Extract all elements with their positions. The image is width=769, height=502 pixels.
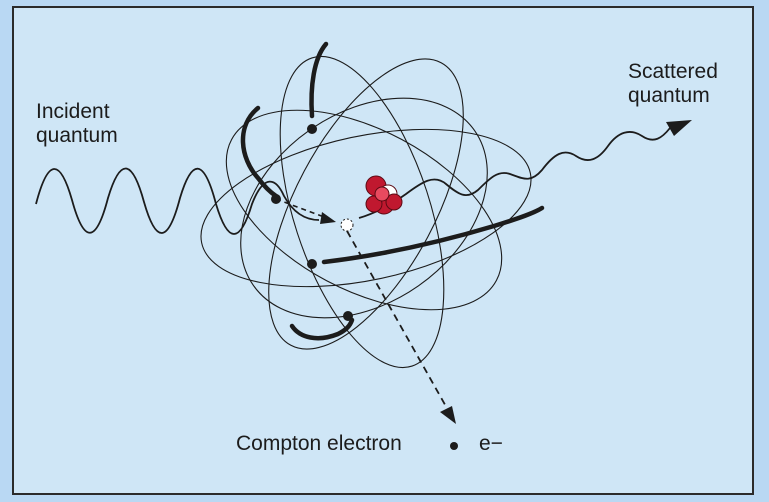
incident-label-line1: Incident <box>36 100 110 123</box>
scattered-quantum-label: Scattered quantum <box>628 60 718 108</box>
incident-label-line2: quantum <box>36 124 118 147</box>
orbit-ellipse-1 <box>200 128 532 288</box>
compton-electron-label: Compton electron <box>236 432 402 455</box>
nucleus <box>365 175 403 215</box>
scattered-wave <box>358 127 671 219</box>
electron-dot <box>307 124 317 134</box>
orbit-ellipse-2 <box>225 109 503 311</box>
electron-trail-left <box>240 105 279 199</box>
orbit-ellipse-3 <box>268 58 464 350</box>
compton-scattering-diagram <box>35 41 692 450</box>
electron-vacancy <box>340 218 354 232</box>
incident-wave <box>35 167 320 235</box>
orbit-ellipse-4 <box>279 55 445 369</box>
electron-trail-top <box>309 41 329 119</box>
electron-symbol-label: e− <box>479 432 503 455</box>
orbit-ellipse-5 <box>240 97 488 319</box>
compton-electron-path <box>346 230 449 411</box>
compton-electron-dot <box>450 442 458 450</box>
compton-electron-arrowhead <box>440 406 456 424</box>
incident-quantum-label: Incident quantum <box>36 100 118 148</box>
scattered-arrowhead <box>666 120 692 136</box>
electron-trail-bottom <box>289 317 355 341</box>
scattered-label-line2: quantum <box>628 84 710 107</box>
diagram-panel: Incident quantum Scattered quantum Compt… <box>12 6 754 495</box>
electron-dot <box>343 311 353 321</box>
electron-dot <box>307 259 317 269</box>
incident-path-arrowhead <box>320 212 336 224</box>
scattered-label-line1: Scattered <box>628 60 718 83</box>
electron-trail-right <box>321 205 545 265</box>
